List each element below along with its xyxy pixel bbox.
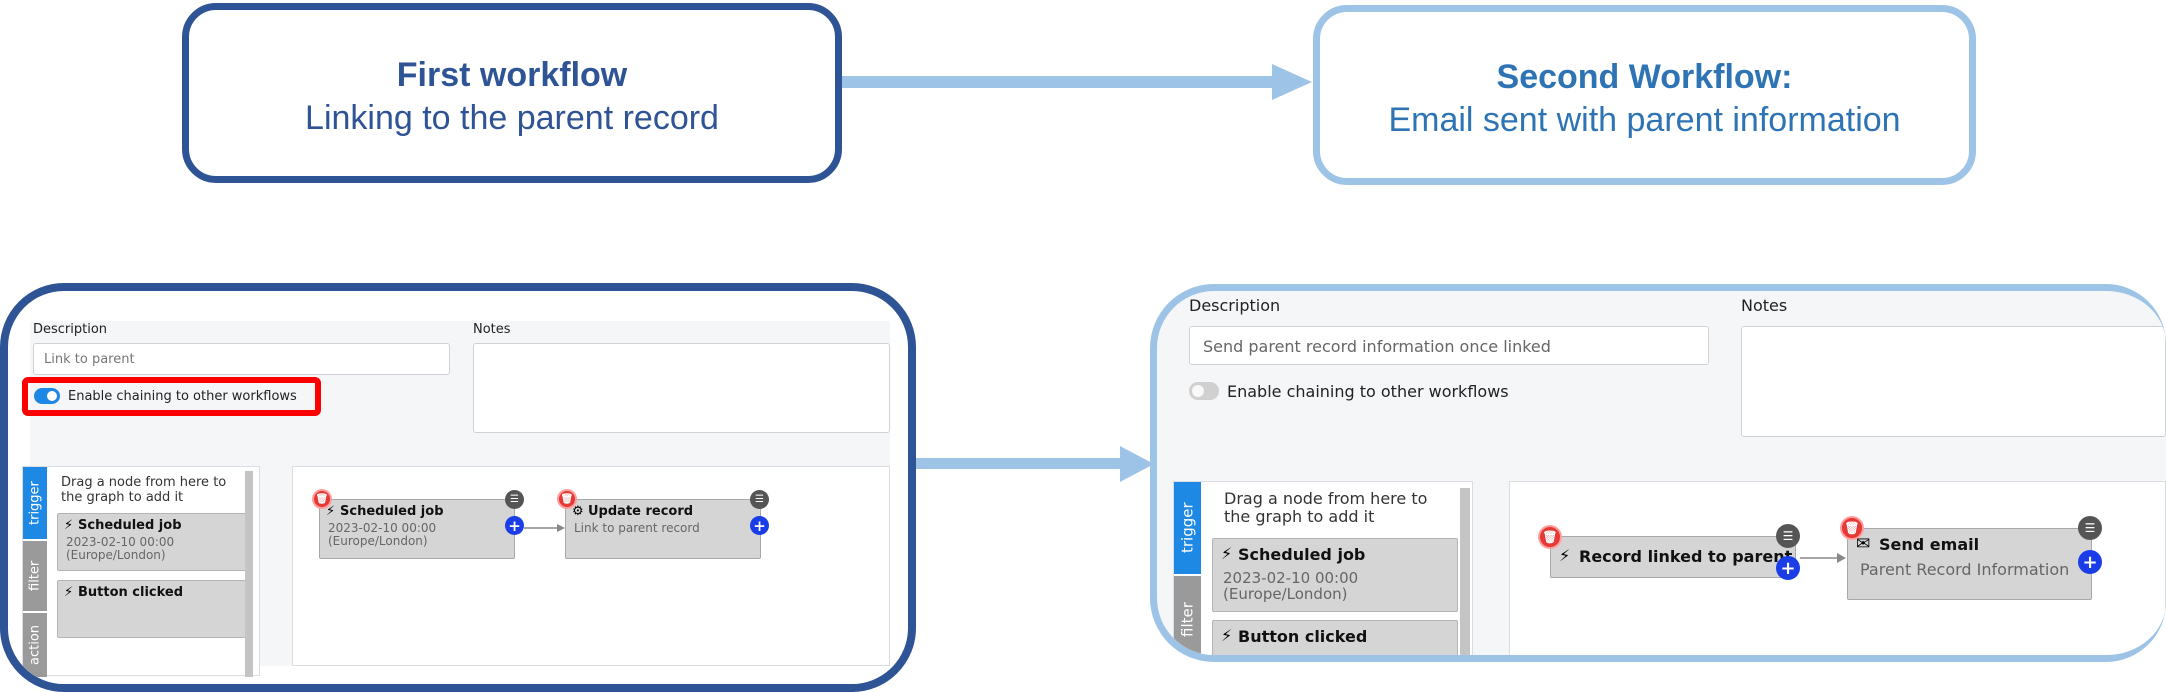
palette-node-title: Button clicked xyxy=(78,585,184,600)
gear-icon: ⚙ xyxy=(572,504,584,519)
graph-node-send-email[interactable]: ✉ Send email Parent Record Information xyxy=(1847,528,2092,600)
drag-hint: Drag a node from here to the graph to ad… xyxy=(61,475,227,505)
notes-textarea[interactable] xyxy=(1741,326,2166,437)
delete-icon[interactable]: 🗑 xyxy=(1538,525,1562,549)
add-icon[interactable]: + xyxy=(1776,556,1800,580)
palette-node-title: Scheduled job xyxy=(1238,545,1366,564)
second-workflow-box: Second Workflow: Email sent with parent … xyxy=(1313,5,1976,185)
first-workflow-title: First workflow xyxy=(396,56,628,94)
graph-node-scheduled-job[interactable]: ⚡ Scheduled job 2023-02-10 00:00 (Europe… xyxy=(319,499,515,559)
chaining-toggle[interactable] xyxy=(1189,382,1219,400)
drag-hint: Drag a node from here to the graph to ad… xyxy=(1224,489,1428,526)
tab-filter-label: filter xyxy=(27,560,43,592)
graph-node-record-linked[interactable]: ⚡ Record linked to parent xyxy=(1550,536,1796,578)
delete-icon[interactable]: 🗑 xyxy=(312,489,332,509)
list-icon[interactable]: ☰ xyxy=(505,490,524,509)
toggle-knob xyxy=(47,391,57,401)
first-workflow-screenshot: Description Link to parent Notes Enable … xyxy=(0,283,916,692)
second-workflow-screenshot: Description Send parent record informati… xyxy=(1150,284,2166,662)
palette-node-subtitle: 2023-02-10 00:00 (Europe/London) xyxy=(1223,569,1359,603)
chaining-label: Enable chaining to other workflows xyxy=(68,389,297,404)
list-icon[interactable]: ☰ xyxy=(750,490,769,509)
tab-trigger-label: trigger xyxy=(27,481,43,525)
bolt-icon: ⚡ xyxy=(1559,546,1571,565)
tab-action-label: action xyxy=(27,625,43,666)
add-icon[interactable]: + xyxy=(750,516,769,535)
toggle-knob xyxy=(1192,385,1204,397)
palette-scrollbar[interactable] xyxy=(245,471,253,677)
bolt-icon: ⚡ xyxy=(1221,626,1233,645)
envelope-icon: ✉ xyxy=(1856,534,1871,554)
bottom-arrow xyxy=(912,446,1154,482)
chaining-label: Enable chaining to other workflows xyxy=(1227,382,1509,401)
graph-node-subtitle: Link to parent record xyxy=(574,521,700,535)
first-workflow-box: First workflow Linking to the parent rec… xyxy=(182,3,842,183)
bolt-icon: ⚡ xyxy=(64,585,74,600)
notes-label: Notes xyxy=(1741,296,1788,315)
delete-icon[interactable]: 🗑 xyxy=(1840,516,1864,540)
palette-node-title: Button clicked xyxy=(1238,627,1368,646)
description-input[interactable]: Send parent record information once link… xyxy=(1189,326,1709,365)
workflow-graph: ⚡ Record linked to parent 🗑 ☰ + ✉ Send e… xyxy=(1509,481,2166,655)
graph-node-title: Record linked to parent xyxy=(1579,547,1793,566)
delete-icon[interactable]: 🗑 xyxy=(557,489,577,509)
first-workflow-editor: Description Link to parent Notes Enable … xyxy=(22,321,890,677)
node-palette: trigger filter action Drag a node from h… xyxy=(22,466,260,677)
tab-filter[interactable]: filter xyxy=(1174,576,1201,655)
description-label: Description xyxy=(33,322,108,337)
second-workflow-title: Second Workflow: xyxy=(1496,58,1793,96)
description-label: Description xyxy=(1189,296,1281,315)
palette-node-button-clicked[interactable]: ⚡ Button clicked xyxy=(1212,620,1458,655)
list-icon[interactable]: ☰ xyxy=(1776,524,1800,548)
add-icon[interactable]: + xyxy=(2078,550,2102,574)
connector-arrow xyxy=(1800,553,1846,563)
node-palette: trigger filter Drag a node from here to … xyxy=(1173,481,1473,655)
graph-node-title: Scheduled job xyxy=(340,504,444,519)
palette-node-scheduled-job[interactable]: ⚡ Scheduled job 2023-02-10 00:00 (Europe… xyxy=(1212,538,1458,612)
tab-filter-label: filter xyxy=(1178,602,1197,637)
palette-scrollbar[interactable] xyxy=(1460,488,1470,655)
tab-trigger[interactable]: trigger xyxy=(23,467,47,539)
first-workflow-subtitle: Linking to the parent record xyxy=(305,99,719,137)
notes-textarea[interactable] xyxy=(473,343,890,433)
top-arrow xyxy=(842,64,1312,100)
palette-node-button-clicked[interactable]: ⚡ Button clicked xyxy=(57,580,247,638)
tab-action[interactable]: action xyxy=(23,613,47,677)
add-icon[interactable]: + xyxy=(505,516,524,535)
highlight-box xyxy=(22,377,321,416)
bolt-icon: ⚡ xyxy=(1221,544,1233,563)
list-icon[interactable]: ☰ xyxy=(2078,516,2102,540)
graph-node-subtitle: 2023-02-10 00:00 (Europe/London) xyxy=(328,521,437,548)
graph-node-title: Update record xyxy=(588,504,694,519)
tab-filter[interactable]: filter xyxy=(23,541,47,611)
tab-trigger-label: trigger xyxy=(1178,502,1197,554)
graph-node-title: Send email xyxy=(1879,535,1980,554)
notes-label: Notes xyxy=(473,322,511,337)
workflow-graph: ⚡ Scheduled job 2023-02-10 00:00 (Europe… xyxy=(292,466,890,666)
connector-arrow xyxy=(524,524,565,532)
bolt-icon: ⚡ xyxy=(326,504,336,519)
second-workflow-editor: Description Send parent record informati… xyxy=(1157,291,2166,655)
palette-node-title: Scheduled job xyxy=(78,518,182,533)
bolt-icon: ⚡ xyxy=(64,518,74,533)
palette-node-scheduled-job[interactable]: ⚡ Scheduled job 2023-02-10 00:00 (Europe… xyxy=(57,513,247,571)
graph-node-subtitle: Parent Record Information xyxy=(1860,560,2070,579)
graph-node-update-record[interactable]: ⚙ Update record Link to parent record xyxy=(565,499,761,559)
description-input[interactable]: Link to parent xyxy=(33,343,450,375)
palette-node-subtitle: 2023-02-10 00:00 (Europe/London) xyxy=(66,535,175,562)
tab-trigger[interactable]: trigger xyxy=(1174,482,1201,574)
chaining-toggle[interactable] xyxy=(34,388,60,404)
second-workflow-subtitle: Email sent with parent information xyxy=(1388,101,1901,139)
